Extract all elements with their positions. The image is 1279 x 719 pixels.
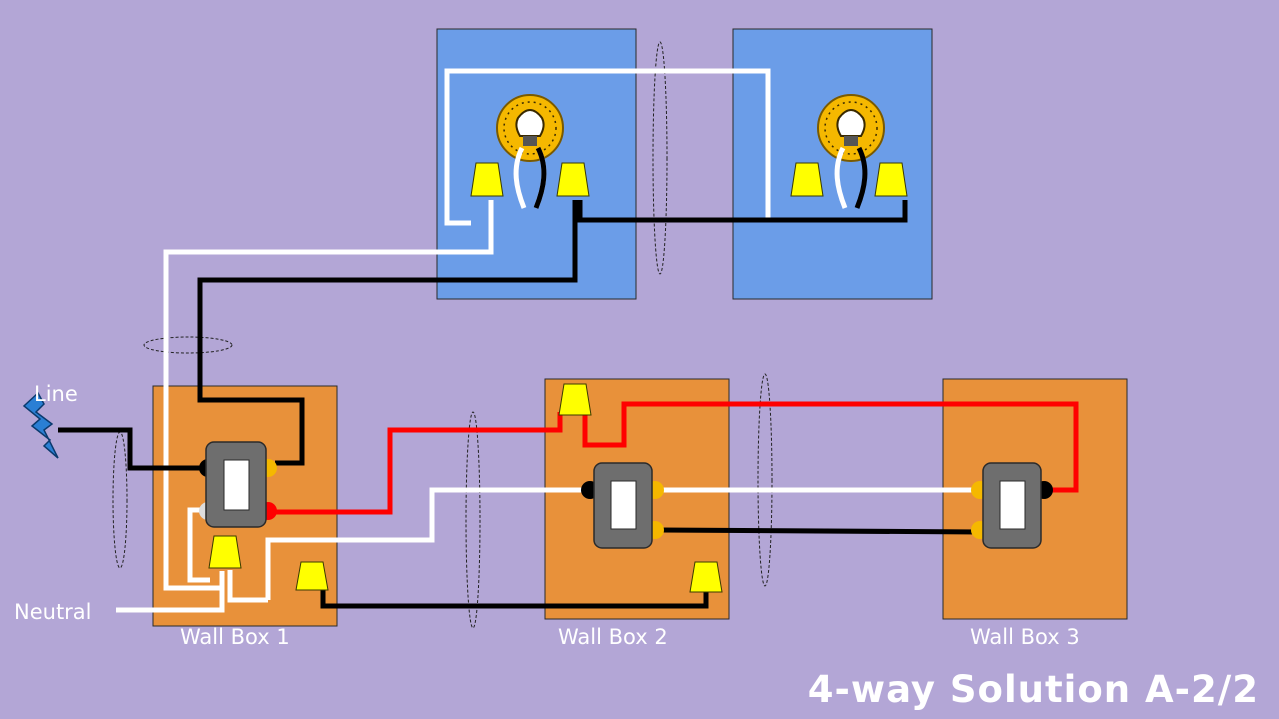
wire-nut-light2-right [874,162,908,197]
neutral-wire-feed [116,590,225,613]
hot-wire-bottom [320,588,709,609]
neutral-label: Neutral [14,600,92,624]
wire-nut-box1-b [295,561,329,591]
traveler-wire-1 [270,412,563,515]
line-label: Line [34,382,78,406]
traveler-wire-2 [582,401,1079,493]
hot-wire-to-light [197,200,578,466]
lightning-bolt-icon [22,391,59,459]
switch-1 [199,441,277,528]
cable-bundle-right [757,373,773,587]
wall-box-3-label: Wall Box 3 [970,625,1080,649]
hot-wire-sw2-sw3 [659,527,981,535]
bulb-1 [496,94,564,209]
wall-box-1-label: Wall Box 1 [180,625,290,649]
hot-wire-line [58,427,205,471]
cable-bundle-mid [465,411,481,629]
cable-bundle-top [652,41,668,275]
cable-bundle-left [143,336,233,354]
neutral-wire-traveler [265,487,584,600]
wire-nut-box2-bottom [689,561,723,593]
neutral-wire-lights [163,200,494,591]
wire-nut-light1-left [470,162,504,197]
neutral-wire-light2 [444,68,771,226]
switch-2 [581,462,664,549]
neutral-wire-nut-out [227,570,268,603]
switch-3 [971,462,1053,549]
wire-nut-box1-a [208,535,242,569]
wire-nut-box2-top [558,383,592,416]
hot-wire-lights [577,200,908,223]
wall-box-2-label: Wall Box 2 [558,625,668,649]
bulb-2 [817,94,885,209]
wire-nut-light1-right [556,162,590,197]
page-title: 4-way Solution A-2/2 [807,668,1259,711]
cable-bundle-line [112,431,128,569]
wire-nut-light2-left [790,162,824,197]
